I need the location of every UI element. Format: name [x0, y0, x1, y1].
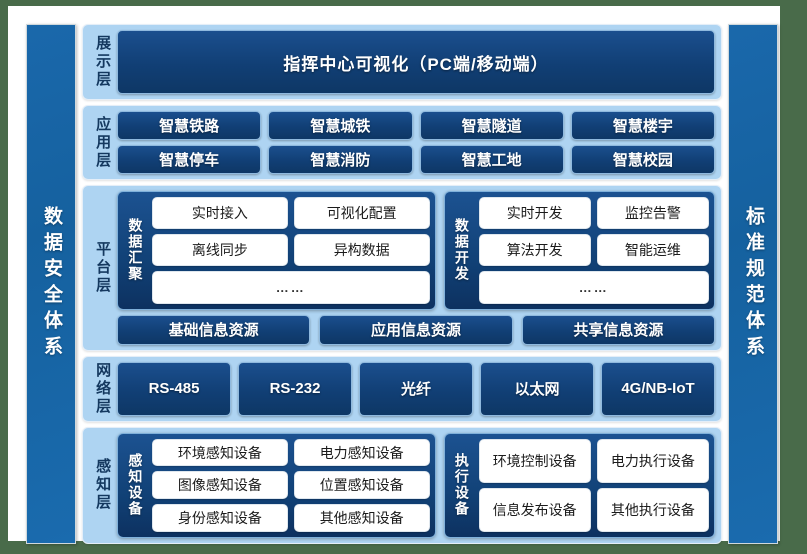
group-data-development: 数据开发 实时开发 监控告警 算法开发 智能运维 — [443, 190, 715, 310]
tile-smart-construction-site[interactable]: 智慧工地 — [419, 145, 564, 174]
layer-application: 应用层 智慧铁路 智慧城铁 智慧隧道 智慧楼宇 智慧停车 智慧消防 智慧工地 — [82, 105, 722, 180]
layer-perception-body: 感知设备 环境感知设备 电力感知设备 图像感知设备 位置感 — [117, 432, 715, 538]
tile-smart-tunnel[interactable]: 智慧隧道 — [419, 111, 564, 141]
group-sensing-devices-label-text: 感知设备 — [127, 453, 144, 518]
application-row-1: 智慧铁路 智慧城铁 智慧隧道 智慧楼宇 — [117, 111, 715, 141]
tile-application-information-resources[interactable]: 应用信息资源 — [319, 314, 513, 345]
tile-smart-urban-rail[interactable]: 智慧城铁 — [268, 111, 413, 141]
group-actuating-devices: 执行设备 环境控制设备 电力执行设备 信息发布设备 其他执 — [443, 432, 715, 538]
layer-display-label: 展示层 — [87, 30, 117, 94]
network-row: RS-485 RS-232 光纤 以太网 4G/NB-IoT — [117, 361, 715, 416]
group-sensing-devices-label: 感知设备 — [123, 439, 147, 532]
tile-smart-campus[interactable]: 智慧校园 — [570, 145, 715, 174]
group-data-development-grid: 实时开发 监控告警 算法开发 智能运维 …… — [478, 196, 710, 304]
tile-smart-firefighting[interactable]: 智慧消防 — [268, 145, 413, 174]
tile-environment-control-device[interactable]: 环境控制设备 — [478, 438, 591, 483]
tile-command-center-visualization[interactable]: 指挥中心可视化（PC端/移动端） — [117, 30, 715, 95]
actuating-row-1: 环境控制设备 电力执行设备 — [478, 438, 710, 483]
layer-network: 网络层 RS-485 RS-232 光纤 以太网 4G/NB-IoT — [82, 355, 722, 422]
tile-location-sensing-device[interactable]: 位置感知设备 — [293, 471, 430, 500]
group-data-development-label-text: 数据开发 — [453, 218, 470, 283]
diagram-content: 数据安全体系 展示层 指挥中心可视化（PC端/移动端） 应用层 — [26, 24, 778, 544]
layer-platform: 平台层 数据汇聚 实时接入 可视化配置 — [82, 184, 722, 351]
tile-offline-sync[interactable]: 离线同步 — [152, 234, 288, 267]
sensing-row-1: 环境感知设备 电力感知设备 — [152, 438, 430, 467]
layer-network-body: RS-485 RS-232 光纤 以太网 4G/NB-IoT — [117, 361, 715, 416]
group-data-aggregation: 数据汇聚 实时接入 可视化配置 离线同步 异构数据 — [117, 190, 436, 310]
tile-power-sensing-device[interactable]: 电力感知设备 — [293, 438, 430, 467]
right-pillar-label: 标准规范体系 — [742, 206, 764, 362]
layer-platform-body: 数据汇聚 实时接入 可视化配置 离线同步 异构数据 — [117, 190, 715, 345]
tile-monitoring-alarm[interactable]: 监控告警 — [596, 196, 710, 230]
group-actuating-devices-label: 执行设备 — [450, 439, 474, 532]
layer-application-label-text: 应用层 — [94, 115, 112, 170]
development-row-3: …… — [478, 271, 709, 304]
tile-development-ellipsis[interactable]: …… — [478, 271, 709, 304]
tile-aggregation-ellipsis[interactable]: …… — [152, 271, 430, 304]
layer-display: 展示层 指挥中心可视化（PC端/移动端） — [82, 24, 722, 101]
platform-resource-row: 基础信息资源 应用信息资源 共享信息资源 — [117, 314, 715, 345]
group-sensing-devices: 感知设备 环境感知设备 电力感知设备 图像感知设备 位置感 — [117, 432, 436, 538]
application-row-2: 智慧停车 智慧消防 智慧工地 智慧校园 — [117, 145, 715, 174]
layer-network-label: 网络层 — [87, 362, 117, 416]
group-data-aggregation-label-text: 数据汇聚 — [127, 218, 144, 283]
tile-identity-sensing-device[interactable]: 身份感知设备 — [152, 504, 288, 532]
tile-smart-parking[interactable]: 智慧停车 — [117, 145, 262, 174]
development-row-2: 算法开发 智能运维 — [478, 234, 710, 267]
diagram-frame: 数据安全体系 展示层 指挥中心可视化（PC端/移动端） 应用层 — [8, 6, 780, 544]
layer-application-label: 应用层 — [87, 111, 117, 173]
layer-network-label-text: 网络层 — [94, 361, 112, 416]
tile-other-sensing-device[interactable]: 其他感知设备 — [293, 504, 430, 532]
tile-other-actuating-device[interactable]: 其他执行设备 — [596, 487, 710, 533]
tile-smart-railway[interactable]: 智慧铁路 — [117, 111, 262, 141]
layer-perception: 感知层 感知设备 环境感知设备 电力感知设 — [82, 426, 722, 544]
platform-groups: 数据汇聚 实时接入 可视化配置 离线同步 异构数据 — [117, 190, 715, 310]
group-actuating-devices-grid: 环境控制设备 电力执行设备 信息发布设备 其他执行设备 — [478, 438, 710, 533]
tile-realtime-development[interactable]: 实时开发 — [478, 196, 591, 230]
tile-information-release-device[interactable]: 信息发布设备 — [478, 487, 591, 533]
group-data-aggregation-grid: 实时接入 可视化配置 离线同步 异构数据 …… — [152, 196, 430, 304]
group-sensing-devices-grid: 环境感知设备 电力感知设备 图像感知设备 位置感知设备 身份感知设备 — [152, 438, 430, 532]
perception-groups: 感知设备 环境感知设备 电力感知设备 图像感知设备 位置感 — [117, 432, 715, 538]
group-data-development-label: 数据开发 — [450, 197, 474, 304]
right-pillar-standards: 标准规范体系 — [728, 24, 778, 544]
aggregation-row-3: …… — [152, 271, 430, 304]
tile-environment-sensing-device[interactable]: 环境感知设备 — [152, 438, 288, 467]
group-actuating-devices-label-text: 执行设备 — [453, 453, 470, 518]
left-pillar-label: 数据安全体系 — [40, 206, 62, 362]
layer-display-label-text: 展示层 — [94, 35, 112, 90]
layer-platform-label: 平台层 — [87, 191, 117, 345]
tile-intelligent-operations[interactable]: 智能运维 — [596, 234, 710, 267]
tile-algorithm-development[interactable]: 算法开发 — [478, 234, 591, 267]
tile-smart-building[interactable]: 智慧楼宇 — [570, 111, 715, 141]
tile-rs485[interactable]: RS-485 — [117, 361, 231, 416]
left-pillar-data-security: 数据安全体系 — [26, 24, 76, 544]
tile-fiber-optic[interactable]: 光纤 — [359, 361, 473, 416]
group-data-aggregation-label: 数据汇聚 — [123, 197, 147, 304]
tile-ethernet[interactable]: 以太网 — [480, 361, 594, 416]
layer-perception-label-text: 感知层 — [94, 458, 112, 513]
layer-stack: 展示层 指挥中心可视化（PC端/移动端） 应用层 智慧铁路 智慧城铁 — [82, 24, 722, 544]
layer-platform-label-text: 平台层 — [94, 240, 112, 295]
tile-4g-nbiot[interactable]: 4G/NB-IoT — [601, 361, 715, 416]
layer-perception-label: 感知层 — [87, 433, 117, 538]
sensing-row-2: 图像感知设备 位置感知设备 — [152, 471, 430, 500]
aggregation-row-1: 实时接入 可视化配置 — [152, 196, 430, 230]
tile-image-sensing-device[interactable]: 图像感知设备 — [152, 471, 288, 500]
actuating-row-2: 信息发布设备 其他执行设备 — [478, 487, 710, 533]
tile-shared-information-resources[interactable]: 共享信息资源 — [521, 314, 715, 345]
development-row-1: 实时开发 监控告警 — [478, 196, 710, 230]
layer-application-body: 智慧铁路 智慧城铁 智慧隧道 智慧楼宇 智慧停车 智慧消防 智慧工地 智慧校园 — [117, 111, 715, 174]
tile-power-actuating-device[interactable]: 电力执行设备 — [596, 438, 710, 483]
tile-heterogeneous-data[interactable]: 异构数据 — [293, 234, 430, 267]
tile-rs232[interactable]: RS-232 — [238, 361, 352, 416]
tile-realtime-ingest[interactable]: 实时接入 — [152, 196, 288, 230]
layer-display-body: 指挥中心可视化（PC端/移动端） — [117, 30, 715, 95]
tile-visual-configuration[interactable]: 可视化配置 — [293, 196, 430, 230]
aggregation-row-2: 离线同步 异构数据 — [152, 234, 430, 267]
sensing-row-3: 身份感知设备 其他感知设备 — [152, 504, 430, 532]
tile-basic-information-resources[interactable]: 基础信息资源 — [117, 314, 311, 345]
